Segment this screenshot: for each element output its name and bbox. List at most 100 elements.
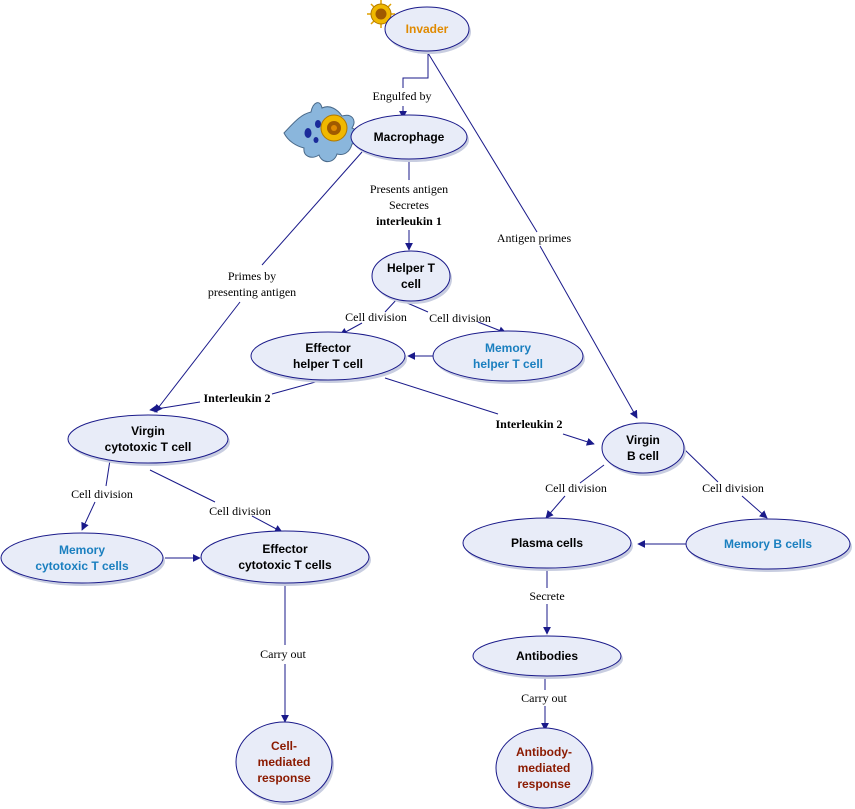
label-cytotoxic-division-right: Cell division (209, 504, 271, 518)
label-carry-out-left: Carry out (260, 647, 306, 661)
node-ellipse (601, 422, 685, 474)
node-ellipse (235, 721, 333, 803)
node-label: Invader (406, 22, 449, 36)
node-ellipse (371, 250, 451, 302)
node-ellipse (495, 727, 593, 809)
label-carry-out-right: Carry out (521, 691, 567, 705)
edge-effector-virginb (384, 377, 499, 415)
node-label: mediated (518, 761, 571, 775)
node-label: helper T cell (293, 357, 363, 371)
node-label: cytotoxic T cell (105, 440, 192, 454)
node-ellipse (350, 114, 468, 160)
edge-cytotoxic-effector (149, 469, 216, 503)
node-label: Virgin (626, 433, 660, 447)
node-label: Effector (305, 341, 351, 355)
node-macrophage: Macrophage (350, 114, 469, 162)
edge-label-line: Cell division (545, 481, 607, 495)
node-ellipse (462, 517, 632, 569)
node-plasma-cells: Plasma cells (462, 517, 633, 571)
node-ellipse (432, 330, 584, 382)
edge-invader-macrophage (402, 53, 429, 88)
node-label: Antibodies (516, 649, 578, 663)
edge-label-line: Interleukin 2 (203, 391, 270, 405)
node-label: response (257, 771, 311, 785)
node-label: Effector (262, 542, 308, 556)
node-label: cell (401, 277, 421, 291)
edge-label-line: Antigen primes (497, 231, 572, 245)
label-helper-division-right: Cell division (429, 311, 491, 325)
edge-effector-cytotoxic-tail (149, 401, 201, 413)
label-interleukin-2-left: Interleukin 2 (203, 391, 270, 405)
edge-label-line: Presents antigen (370, 182, 448, 196)
node-memory-helper: Memory helper T cell (432, 330, 585, 384)
edge-invader-virginb (427, 52, 538, 233)
node-label: Memory (59, 543, 105, 557)
node-label: Macrophage (374, 130, 445, 144)
node-label: Antibody- (516, 745, 572, 759)
label-primes-by: Primes by presenting antigen (208, 269, 296, 299)
edge-virginb-plasma (579, 464, 605, 484)
edge-virginb-memoryb (684, 449, 719, 483)
node-virgin-b: Virgin B cell (601, 422, 686, 476)
label-cytotoxic-division-left: Cell division (71, 487, 133, 501)
edge-label-line: presenting antigen (208, 285, 296, 299)
edge-label-line: Cell division (429, 311, 491, 325)
edge-cytotoxic-effector-tail (251, 515, 283, 533)
edge-label-line: Secrete (529, 589, 564, 603)
edge-label-line: Secretes (389, 198, 429, 212)
node-ellipse (200, 530, 370, 584)
label-secrete: Secrete (529, 589, 564, 603)
label-b-division-left: Cell division (545, 481, 607, 495)
node-invader: Invader (384, 6, 471, 54)
edge-label-line: Cell division (209, 504, 271, 518)
edge-label-line: Carry out (521, 691, 567, 705)
edge-macrophage-cytotoxic-tail (154, 301, 241, 413)
node-antibody-mediated: Antibody-mediated response (495, 727, 594, 809)
edge-effector-virginb-tail (562, 433, 595, 446)
edge-macrophage-cytotoxic (261, 151, 363, 266)
node-label: Virgin (131, 424, 165, 438)
node-virgin-cytotoxic: Virgin cytotoxic T cell (67, 414, 230, 466)
edge-label-line: interleukin 1 (376, 214, 442, 228)
node-helper-t: Helper T cell (371, 250, 452, 304)
label-engulfed-by: Engulfed by (373, 89, 432, 103)
node-antibodies: Antibodies (472, 635, 623, 679)
edge-label-line: Engulfed by (373, 89, 432, 103)
edge-cytotoxic-memory (105, 459, 111, 487)
edge-cytotoxic-memory-tail (81, 501, 96, 531)
macrophage-icon (283, 102, 360, 163)
node-label: Memory B cells (724, 537, 812, 551)
edge-invader-virginb-tail (539, 245, 638, 419)
node-label: mediated (258, 755, 311, 769)
node-memory-cytotoxic: Memory cytotoxic T cells (0, 532, 165, 586)
node-label: Plasma cells (511, 536, 583, 550)
node-label: B cell (627, 449, 659, 463)
node-label: Helper T (387, 261, 436, 275)
node-label: Cell- (271, 739, 297, 753)
edge-virginb-memoryb-tail (741, 495, 768, 519)
node-label: cytotoxic T cells (35, 559, 129, 573)
node-label: Memory (485, 341, 531, 355)
node-effector-helper: Effector helper T cell (250, 331, 407, 383)
edge-label-line: Primes by (228, 269, 276, 283)
node-ellipse (250, 331, 406, 381)
node-label: response (517, 777, 571, 791)
edge-label-line: Interleukin 2 (495, 417, 562, 431)
node-ellipse (0, 532, 164, 584)
label-interleukin-1: interleukin 1 (376, 214, 442, 228)
node-memory-b: Memory B cells (685, 518, 852, 572)
node-ellipse (67, 414, 229, 464)
edge-label-line: Cell division (345, 310, 407, 324)
invader-icon (367, 0, 395, 28)
edges (81, 52, 768, 731)
label-b-division-right: Cell division (702, 481, 764, 495)
node-label: helper T cell (473, 357, 543, 371)
label-antigen-primes: Antigen primes (497, 231, 572, 245)
node-ellipse (685, 518, 851, 570)
node-cell-mediated: Cell-mediated response (235, 721, 334, 805)
node-ellipse (472, 635, 622, 677)
